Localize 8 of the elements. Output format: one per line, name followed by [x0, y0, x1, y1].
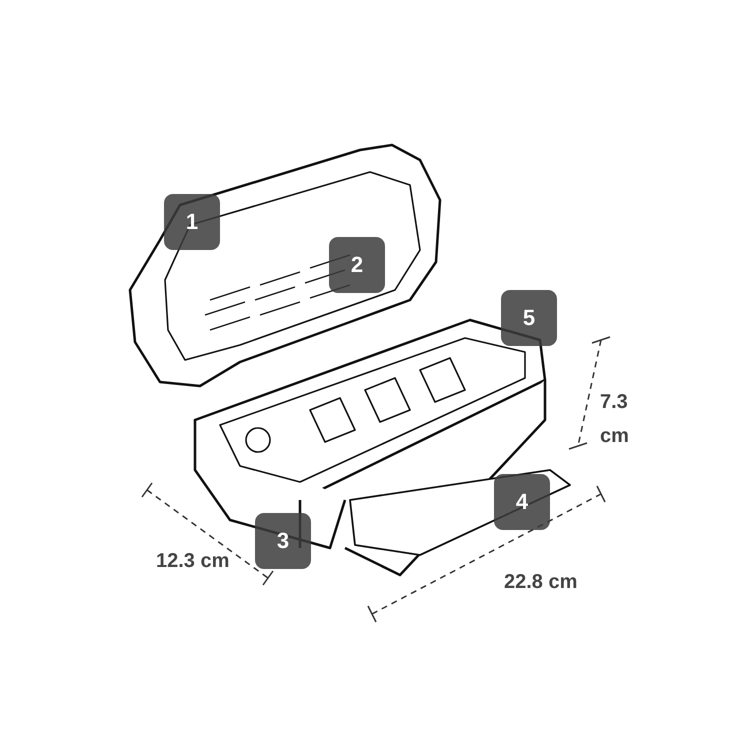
- callout-number: 1: [164, 194, 220, 250]
- callout-number: 4: [494, 474, 550, 530]
- callout-number: 2: [329, 237, 385, 293]
- callout-number: 3: [255, 513, 311, 569]
- callout-number: 5: [501, 290, 557, 346]
- dimension-label: 22.8 cm: [504, 570, 578, 595]
- dimension-label: 12.3 cm: [156, 549, 230, 574]
- dimension-label: 7.3 cm: [600, 390, 630, 449]
